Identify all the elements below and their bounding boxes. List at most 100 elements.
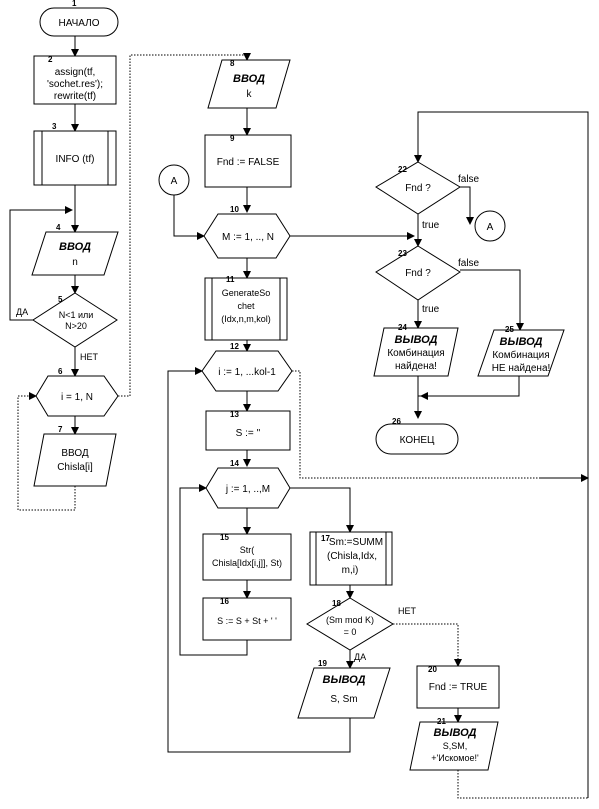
edge-label-no: НЕТ [398, 606, 417, 616]
node-text: i := 1, ...kol-1 [218, 367, 276, 378]
node-text: Комбинация [387, 347, 444, 359]
node-number: 1 [72, 0, 77, 8]
node-number: 8 [230, 59, 235, 68]
node-number: 7 [58, 425, 63, 434]
node-text: m,i) [342, 565, 359, 576]
node-text: k [247, 89, 253, 100]
node-text: rewrite(tf) [54, 91, 96, 102]
node-4-input-n: 4 ВВОД n [31, 223, 119, 276]
node-text: НЕ найдена! [492, 363, 551, 374]
node-text: найдена! [395, 361, 437, 372]
node-number: 16 [220, 597, 229, 606]
node-19-output-s: 19 ВЫВОД S, Sm [297, 659, 391, 719]
node-text: S := S + St + ' ' [217, 616, 277, 626]
node-3-info: 3 INFO (tf) [33, 122, 117, 186]
edge-12-exit [292, 370, 588, 479]
node-number: 22 [398, 165, 407, 174]
node-text: (Idx,n,m,kol) [221, 314, 271, 324]
node-text: Fnd ? [405, 183, 431, 194]
node-number: 20 [428, 665, 437, 674]
connector-a-left: A [158, 164, 190, 196]
node-text: КОНЕЦ [400, 435, 435, 446]
node-text: Sm:=SUMM [329, 537, 383, 548]
node-1-start: 1 НАЧАЛО [39, 0, 119, 37]
node-text: S := '' [236, 428, 261, 439]
node-number: 15 [220, 533, 229, 542]
node-16-concat: 16 S := S + St + ' ' [202, 597, 292, 641]
node-2-assign: 2 assign(tf, 'sochet.res'); rewrite(tf) [33, 55, 117, 105]
node-25-output-not-found: 25 ВЫВОД Комбинация НЕ найдена! [477, 325, 565, 377]
node-12-loop-i: 12 i := 1, ...kol-1 [201, 342, 293, 392]
node-number: 2 [48, 55, 53, 64]
edge-19-loop [167, 367, 351, 753]
node-text: S, Sm [330, 694, 357, 705]
node-text: N<1 или [59, 310, 94, 320]
node-6-loop-i: 6 i = 1, N [35, 367, 119, 417]
edge-14-exit [290, 487, 354, 533]
node-text: Chisla[i] [57, 462, 93, 473]
node-8-input-k: 8 ВВОД k [207, 59, 291, 109]
connector-label: A [487, 222, 494, 233]
node-text: (Chisla,Idx, [327, 551, 377, 562]
edge-label-true: true [422, 220, 440, 231]
node-text: НАЧАЛО [58, 18, 99, 29]
node-text: chet [237, 301, 255, 311]
node-keyword: ВЫВОД [434, 727, 477, 739]
node-number: 25 [505, 325, 514, 334]
node-keyword: ВЫВОД [500, 336, 543, 348]
node-number: 17 [321, 534, 330, 543]
edge-24-25-merge [417, 376, 520, 397]
node-26-end: 26 КОНЕЦ [375, 417, 459, 455]
node-number: 23 [398, 249, 407, 258]
node-22-fnd-check: 22 Fnd ? false true [375, 161, 480, 231]
node-number: 21 [437, 717, 446, 726]
edge-6-exit [118, 53, 251, 397]
node-number: 5 [58, 295, 63, 304]
node-text: (Sm mod K) [326, 615, 374, 625]
edge-label-false: false [458, 258, 480, 269]
node-text: M := 1, .., N [222, 232, 274, 243]
node-20-fnd-true: 20 Fnd := TRUE [416, 665, 500, 709]
node-text: Fnd ? [405, 268, 431, 279]
edge-21-out [457, 770, 588, 799]
node-text: Str( [240, 545, 255, 555]
node-number: 10 [230, 205, 239, 214]
node-text: S,SM, [443, 741, 468, 751]
edge-23-false [460, 269, 524, 331]
node-15-str: 15 Str( Chisla[Idx[i,j]], St) [202, 533, 292, 581]
node-9-fnd-false: 9 Fnd := FALSE [204, 134, 292, 188]
edge-5-yes-loop [9, 206, 73, 321]
node-text: +'Искомое!' [431, 753, 479, 763]
node-number: 13 [230, 410, 239, 419]
edge-18-no [393, 623, 462, 667]
node-text: Chisla[Idx[i,j]], St) [212, 558, 282, 568]
node-17-summ: 17 Sm:=SUMM (Chisla,Idx, m,i) [309, 531, 393, 586]
node-number: 24 [398, 323, 407, 332]
node-21-output-found: 21 ВЫВОД S,SM, +'Искомое!' [409, 717, 499, 771]
node-text: INFO (tf) [56, 154, 95, 165]
node-keyword: ВЫВОД [395, 334, 438, 346]
edge-bus-22 [414, 111, 589, 798]
edge-label-no: НЕТ [80, 352, 99, 362]
edge-label-false: false [458, 174, 480, 185]
node-text: Комбинация [492, 349, 549, 361]
node-10-loop-m: 10 M := 1, .., N [203, 205, 291, 259]
node-number: 26 [392, 417, 401, 426]
node-text: n [72, 257, 78, 268]
node-number: 19 [318, 659, 327, 668]
node-number: 12 [230, 342, 239, 351]
node-text: assign(tf, [55, 67, 96, 78]
node-number: 9 [230, 134, 235, 143]
edge-label-yes: ДА [354, 652, 366, 662]
node-13-s-empty: 13 S := '' [205, 410, 291, 451]
node-number: 3 [52, 122, 57, 131]
node-text: = 0 [344, 627, 357, 637]
node-text: 'sochet.res'); [47, 79, 103, 90]
edge-label-yes: ДА [16, 307, 28, 317]
edge-label-true: true [422, 304, 440, 315]
connector-a-right: A [474, 210, 506, 242]
node-23-fnd-check: 23 Fnd ? false true [375, 245, 480, 315]
node-14-loop-j: 14 j := 1, ..,M [205, 459, 291, 509]
node-11-generate: 11 GenerateSo chet (Idx,n,m,kol) [204, 275, 288, 341]
